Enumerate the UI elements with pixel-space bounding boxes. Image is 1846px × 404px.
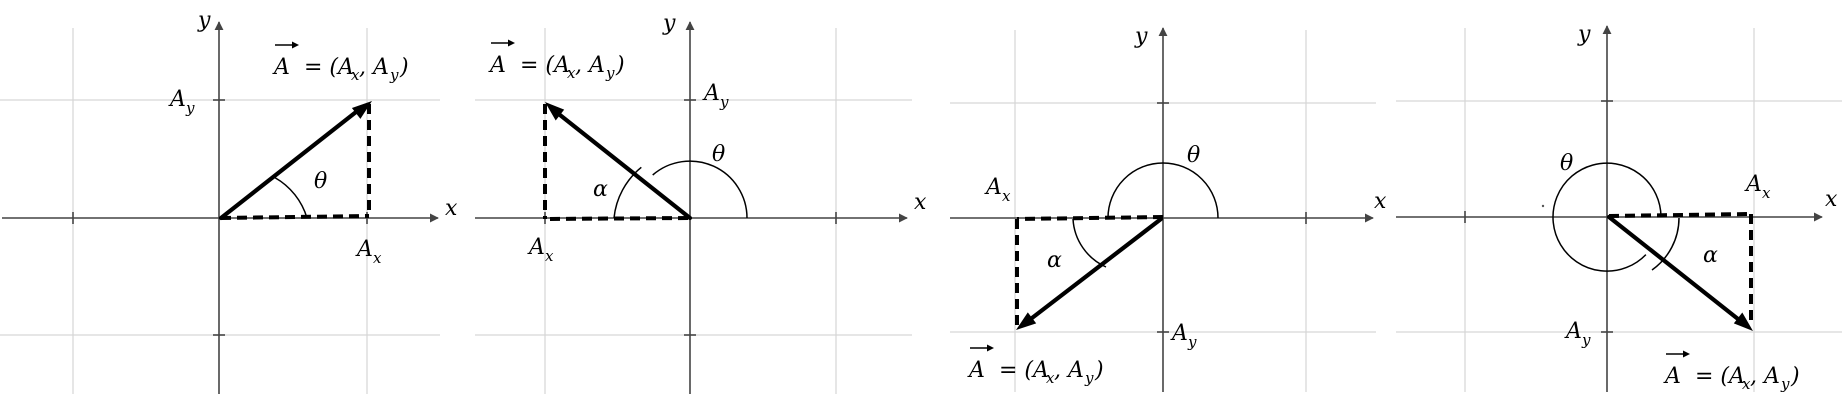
grid	[1396, 28, 1842, 392]
x-axis-label: x	[1374, 189, 1387, 214]
svg-text:y: y	[185, 99, 195, 117]
svg-text:A: A	[488, 53, 506, 78]
svg-text:): )	[615, 53, 625, 78]
svg-text:A: A	[168, 87, 186, 112]
vector-a-arrowhead	[1016, 312, 1037, 330]
alpha-label: α	[1047, 248, 1062, 273]
theta-arc	[1552, 162, 1662, 272]
svg-text:, A: , A	[575, 53, 605, 78]
vector-a	[1606, 214, 1741, 322]
panel-3: y x θ α A x A y A = (A x , A y )	[950, 24, 1387, 392]
y-axis-label: y	[1134, 24, 1148, 49]
alpha-label: α	[1703, 243, 1718, 268]
small-dot	[1541, 204, 1545, 208]
alpha-arc	[1651, 217, 1680, 271]
svg-text:): )	[1790, 364, 1800, 389]
svg-text:, A: , A	[1054, 358, 1084, 383]
vector-a-arrowhead	[1733, 312, 1753, 331]
vector-equation: A = (A x , A y )	[1663, 350, 1800, 393]
theta-arc	[652, 160, 748, 219]
theta-arc	[1107, 162, 1219, 219]
svg-text:y: y	[1581, 331, 1591, 349]
y-axis-label: y	[1577, 22, 1591, 47]
vector-equation: A = (A x , A y )	[488, 39, 625, 82]
svg-text:y: y	[1084, 369, 1094, 387]
ay-label: A y	[168, 87, 195, 117]
theta-arc	[274, 176, 308, 219]
panel-1: y x θ A y A x A = (A x , A y )	[0, 8, 458, 394]
alpha-arc	[1072, 218, 1107, 268]
vector-a	[218, 109, 359, 221]
svg-text:A: A	[1564, 319, 1582, 344]
svg-text:= (A: = (A	[304, 55, 354, 80]
y-axis-label: y	[197, 8, 211, 33]
svg-text:x: x	[1046, 369, 1055, 387]
vector-a	[1029, 216, 1164, 321]
svg-text:= (A: = (A	[520, 53, 570, 78]
svg-text:): )	[399, 55, 409, 80]
svg-text:A: A	[355, 237, 373, 262]
x-axis-label: x	[914, 190, 927, 215]
vector-equation: A = (A x , A y )	[272, 41, 409, 84]
ax-dashed-component	[1608, 212, 1752, 218]
alpha-arc	[613, 166, 642, 219]
x-axis-label: x	[445, 196, 458, 221]
svg-text:y: y	[1187, 333, 1197, 351]
svg-text:x: x	[567, 64, 576, 82]
panel-4: y x θ α A x A y A = (A x , A y )	[1396, 22, 1842, 393]
svg-text:, A: , A	[1750, 364, 1780, 389]
svg-text:x: x	[1742, 375, 1751, 393]
ax-label: A x	[355, 237, 382, 267]
svg-text:y: y	[605, 64, 615, 82]
ax-label: A x	[1744, 172, 1771, 202]
svg-text:A: A	[1663, 364, 1681, 389]
svg-text:y: y	[389, 66, 399, 84]
ax-dashed-component	[1016, 215, 1164, 221]
ay-label: A y	[1170, 321, 1197, 351]
x-axis-label: x	[1825, 187, 1838, 212]
svg-text:A: A	[1170, 321, 1188, 346]
svg-text:x: x	[373, 249, 382, 267]
svg-text:y: y	[719, 93, 729, 111]
y-axis-label: y	[662, 11, 676, 36]
svg-text:A: A	[967, 358, 985, 383]
svg-text:): )	[1094, 358, 1104, 383]
ax-dashed-component	[220, 214, 370, 220]
vector-a-arrowhead	[351, 101, 372, 119]
ax-label: A x	[984, 175, 1011, 205]
svg-text:A: A	[272, 55, 290, 80]
svg-text:y: y	[1780, 375, 1790, 393]
ax-dashed-component	[544, 216, 689, 221]
vector-a-arrowhead	[545, 102, 565, 121]
svg-text:A: A	[527, 235, 545, 260]
svg-text:x: x	[545, 247, 554, 265]
svg-text:A: A	[984, 175, 1002, 200]
grid	[475, 28, 912, 394]
grid	[0, 28, 440, 394]
ay-label: A y	[1564, 319, 1591, 349]
theta-label: θ	[712, 142, 725, 167]
theta-label: θ	[1187, 143, 1200, 168]
svg-text:= (A: = (A	[1695, 364, 1745, 389]
svg-text:= (A: = (A	[999, 358, 1049, 383]
svg-text:x: x	[1002, 187, 1011, 205]
panel-2: y x θ α A y A x A = (A x , A y )	[475, 11, 927, 394]
vector-a	[557, 112, 693, 221]
ay-label: A y	[702, 81, 729, 111]
svg-text:A: A	[702, 81, 720, 106]
vector-equation: A = (A x , A y )	[967, 344, 1104, 387]
ax-label: A x	[527, 235, 554, 265]
theta-label: θ	[1560, 151, 1573, 176]
svg-text:, A: , A	[359, 55, 389, 80]
svg-text:A: A	[1744, 172, 1762, 197]
svg-text:x: x	[1762, 184, 1771, 202]
svg-text:x: x	[351, 66, 360, 84]
alpha-label: α	[593, 177, 608, 202]
theta-label: θ	[314, 169, 327, 194]
